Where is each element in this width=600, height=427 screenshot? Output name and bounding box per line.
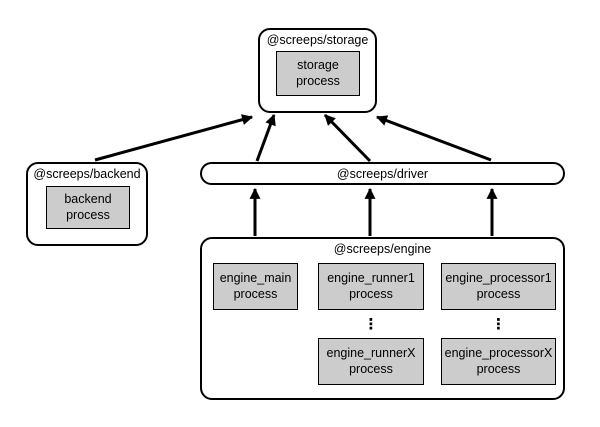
engine-processorX-process-box: engine_processorX process xyxy=(441,338,556,385)
node-storage-title: @screeps/storage xyxy=(266,33,369,47)
runner-ellipsis: ⋮ xyxy=(363,315,379,333)
engine-main-process-box: engine_main process xyxy=(213,263,298,310)
edge-backend-storage xyxy=(94,114,254,162)
edge-driver-storage-left xyxy=(255,113,276,162)
node-backend-title: @screeps/backend xyxy=(33,167,141,181)
engine-processor1-process-box: engine_processor1 process xyxy=(441,263,556,310)
edge-driver-storage-right xyxy=(375,115,492,162)
node-engine-title: @screeps/engine xyxy=(333,242,432,256)
engine-runnerX-process-label: engine_runnerX process xyxy=(326,345,416,376)
backend-process-label: backend process xyxy=(64,191,112,222)
node-storage: @screeps/storage storage process xyxy=(258,28,377,113)
engine-main-process-label: engine_main process xyxy=(219,270,292,301)
node-driver-title: @screeps/driver xyxy=(336,166,429,181)
processor-ellipsis: ⋮ xyxy=(491,315,506,333)
engine-processorX-process-label: engine_processorX process xyxy=(444,345,553,376)
engine-processor1-process-label: engine_processor1 process xyxy=(445,270,552,301)
engine-runner1-process-box: engine_runner1 process xyxy=(318,263,424,310)
storage-process-label: storage process xyxy=(296,57,340,88)
node-engine: @screeps/engine engine_main process engi… xyxy=(200,237,565,400)
node-backend: @screeps/backend backend process xyxy=(26,162,148,246)
edge-driver-storage-mid xyxy=(323,113,372,163)
node-driver: @screeps/driver xyxy=(200,162,565,185)
engine-runnerX-process-box: engine_runnerX process xyxy=(318,338,424,385)
engine-runner1-process-label: engine_runner1 process xyxy=(327,270,415,301)
backend-process-box: backend process xyxy=(46,186,130,229)
storage-process-box: storage process xyxy=(276,51,360,96)
